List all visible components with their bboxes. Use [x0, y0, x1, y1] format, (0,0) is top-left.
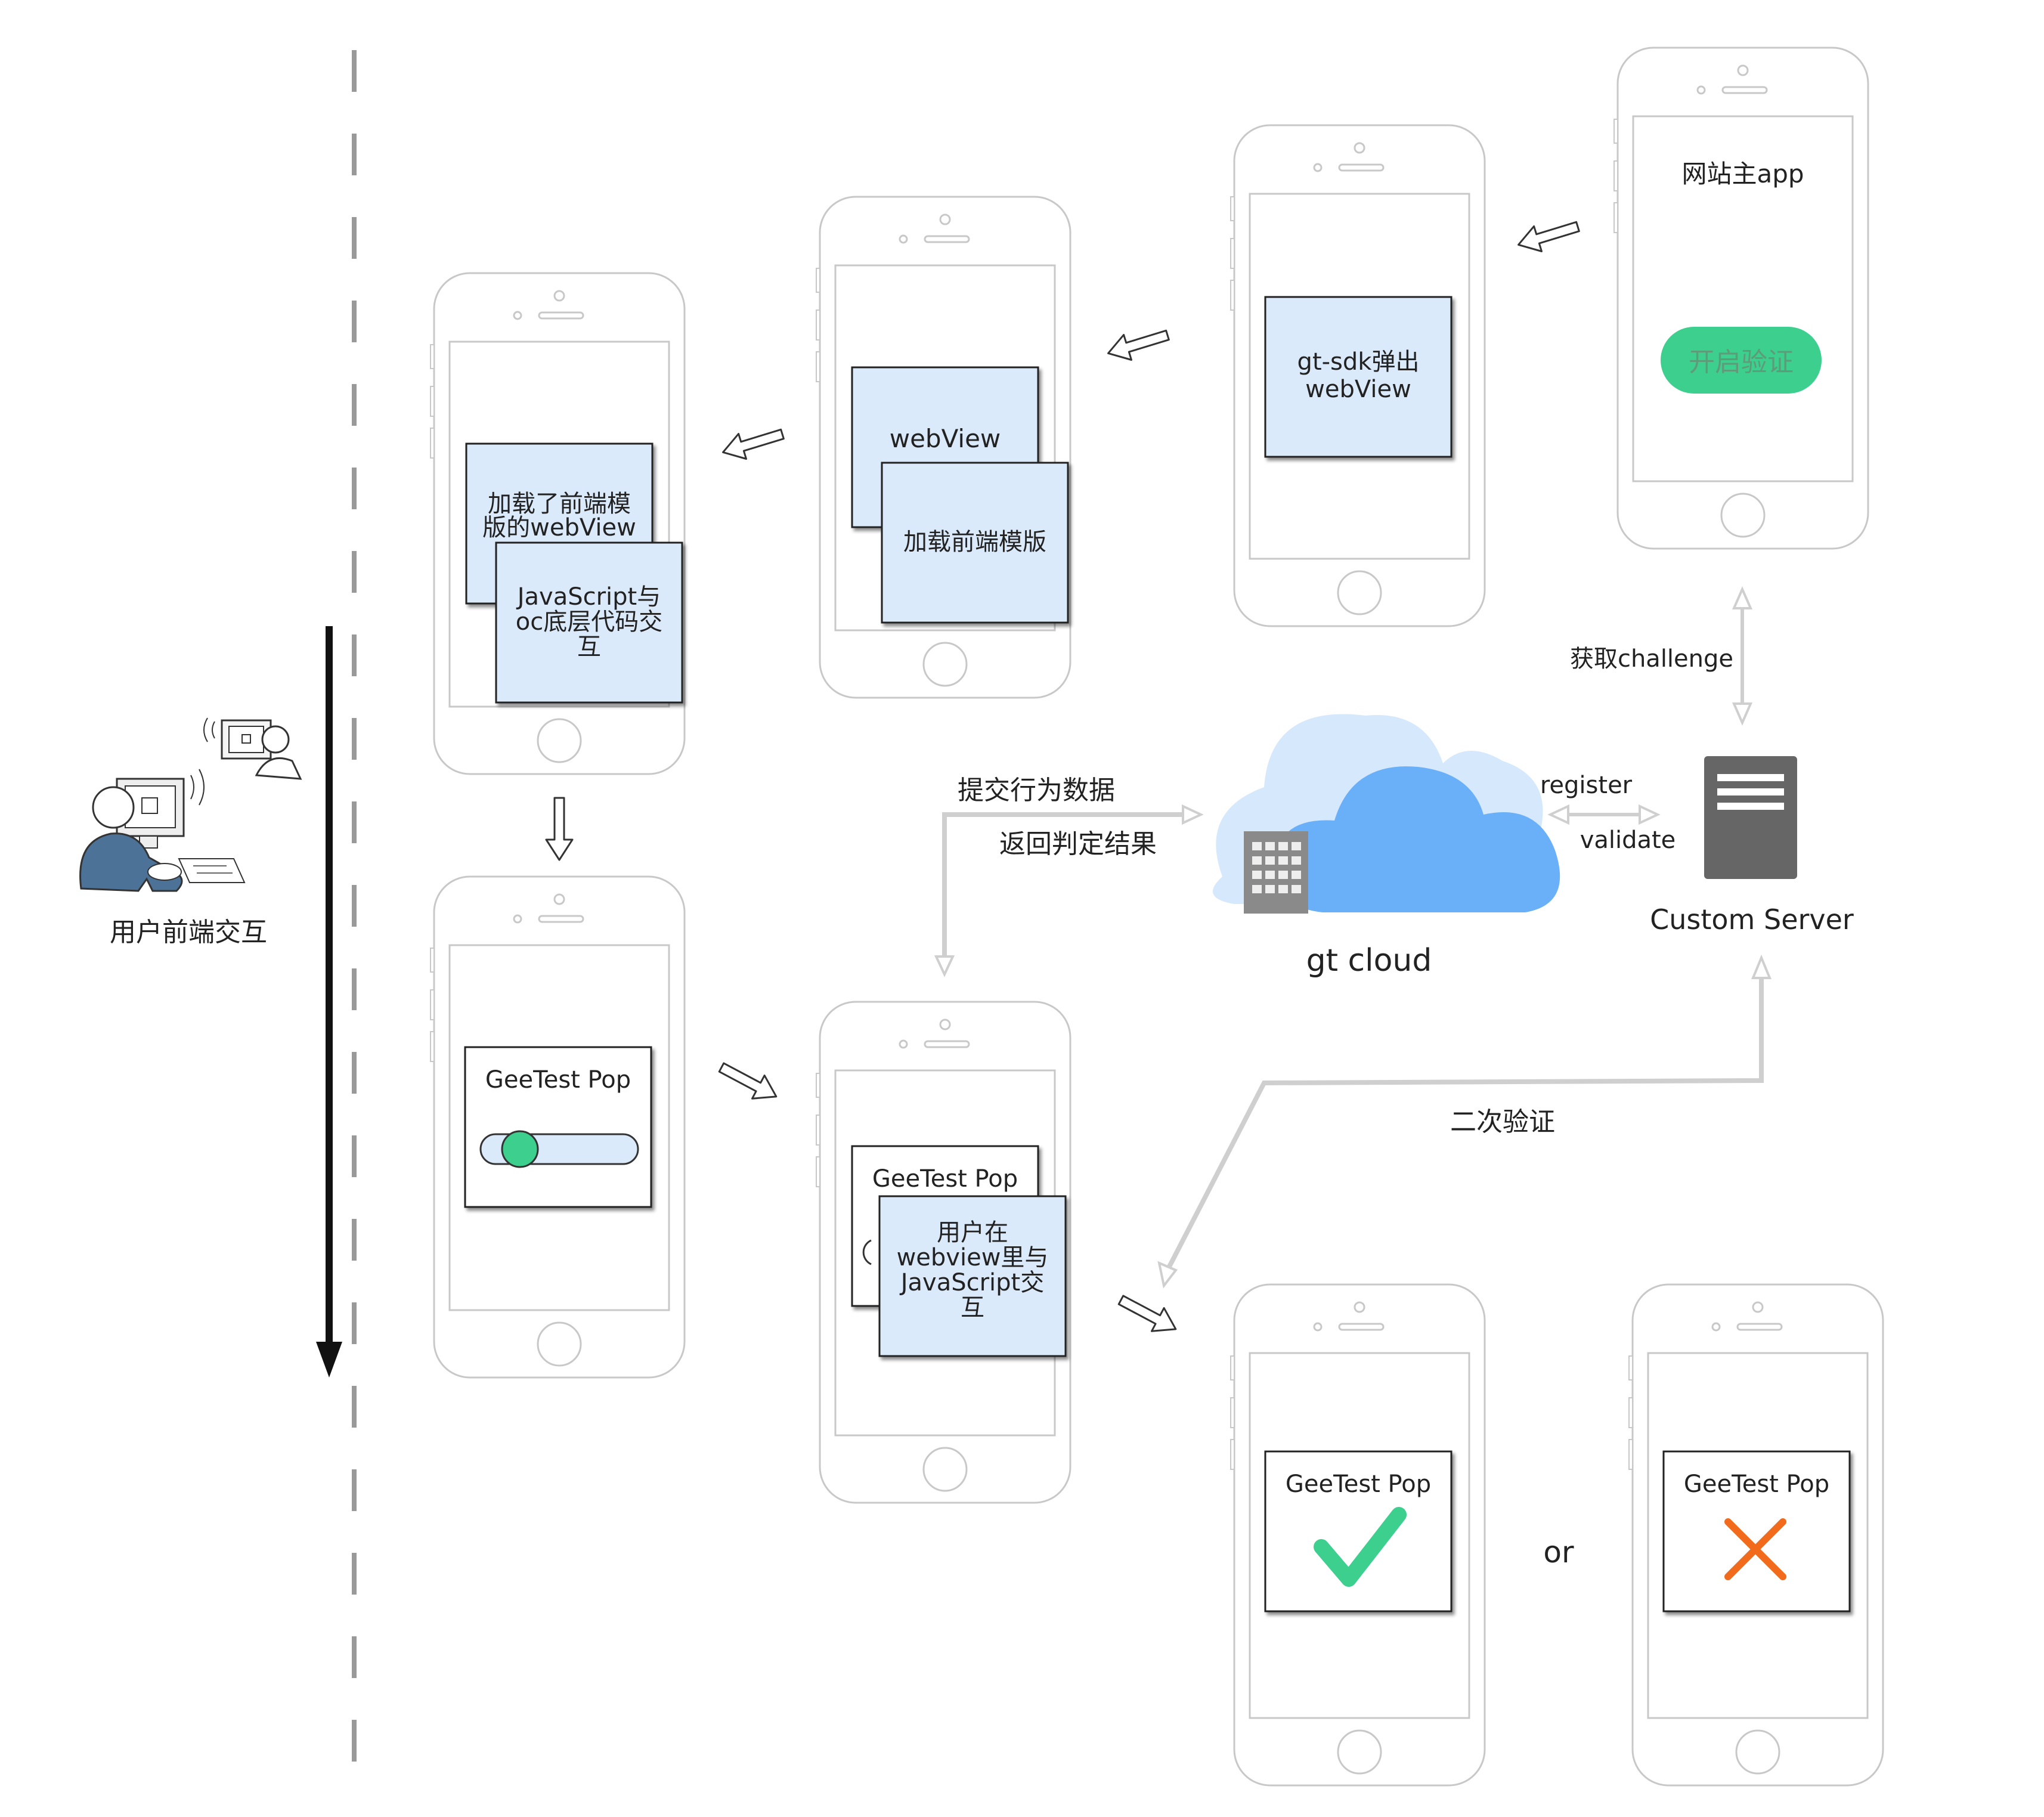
sdk-webview-box [1264, 296, 1453, 458]
challenge-connector [1732, 586, 1753, 726]
phone-geetest-pop: GeeTest Pop [429, 875, 686, 1379]
load-template-box [881, 462, 1069, 624]
timeline-arrow [316, 626, 342, 1378]
interact-pop-title: GeeTest Pop [872, 1165, 1018, 1193]
loaded-webview-label-line1: 加载了前端模 [488, 490, 631, 518]
webview-box-label: webView [890, 424, 1001, 453]
sdk-webview-label-line1: gt-sdk弹出 [1297, 348, 1420, 376]
phone-sdk: gt-sdk弹出 webView [1230, 124, 1486, 627]
arrow-loaded-to-pop [545, 797, 574, 861]
arrow-owner-to-sdk [1513, 213, 1582, 258]
register-validate-connector [1547, 804, 1661, 825]
phone-user-interact: GeeTest Pop 用户在 webview里与 JavaScript交 互 [815, 1001, 1071, 1504]
datacenter-icon [1244, 831, 1308, 914]
js-bridge-label-line2: oc底层代码交 [516, 608, 662, 636]
js-bridge-box [495, 541, 683, 704]
phone-fail: GeeTest Pop [1628, 1283, 1884, 1787]
phone-template-loaded: 加载了前端模 版的webView JavaScript与 oc底层代码交 互 [429, 272, 686, 775]
interact-js-label-line3: JavaScript交 [899, 1269, 1045, 1296]
second-verify-connector [1157, 954, 1772, 1289]
arrow-pop-to-interact [714, 1055, 783, 1109]
interact-js-label-line4: 互 [961, 1294, 984, 1321]
start-verify-button[interactable]: 开启验证 [1661, 327, 1822, 394]
slider-handle[interactable] [501, 1130, 539, 1168]
geetest-pop-box [464, 1046, 652, 1208]
fail-pop-title: GeeTest Pop [1684, 1471, 1829, 1498]
server-icon [1704, 756, 1797, 879]
return-result-label: 返回判定结果 [999, 829, 1157, 859]
register-label: register [1540, 772, 1633, 799]
user-interaction-label: 用户前端交互 [110, 917, 267, 948]
user-illustration [79, 717, 302, 892]
arrow-load-to-loaded [718, 420, 787, 466]
start-verify-label: 开启验证 [1689, 347, 1794, 377]
remote-user-icon [203, 717, 302, 780]
check-icon [1314, 1507, 1407, 1587]
fail-pop-box [1662, 1450, 1851, 1612]
get-challenge-label: 获取challenge [1570, 645, 1733, 673]
sdk-webview-label-line2: webView [1305, 376, 1411, 403]
owner-app-title: 网站主app [1681, 159, 1804, 188]
second-verify-label: 二次验证 [1450, 1107, 1555, 1137]
phone-load-template: webView 加载前端模版 [815, 196, 1071, 699]
interact-js-label-line1: 用户在 [937, 1219, 1008, 1246]
loaded-webview-label-line2: 版的webView [482, 514, 636, 541]
js-bridge-label-line3: 互 [577, 633, 601, 661]
cloud-icon [1213, 714, 1560, 914]
phone-success: GeeTest Pop [1230, 1283, 1486, 1787]
cross-icon [1724, 1518, 1786, 1580]
custom-server-label: Custom Server [1650, 903, 1854, 936]
or-label: or [1543, 1535, 1574, 1570]
success-pop-title: GeeTest Pop [1286, 1471, 1431, 1498]
submit-behavior-label: 提交行为数据 [958, 775, 1115, 806]
success-pop-box [1264, 1450, 1453, 1612]
gt-cloud-label: gt cloud [1306, 943, 1432, 979]
interact-js-label-line2: webview里与 [897, 1244, 1049, 1271]
arrow-interact-to-result [1114, 1287, 1183, 1342]
submit-connector [934, 804, 1204, 977]
interact-js-box [878, 1195, 1067, 1357]
js-bridge-label-line1: JavaScript与 [516, 583, 661, 611]
slider-control[interactable] [479, 1130, 639, 1168]
load-template-label: 加载前端模版 [903, 528, 1046, 556]
geetest-pop-title: GeeTest Pop [485, 1066, 631, 1094]
phone-owner-app: 网站主app 开启验证 [1613, 47, 1869, 550]
arrow-sdk-to-load [1103, 321, 1172, 367]
validate-label: validate [1580, 827, 1676, 854]
person-icon [79, 786, 183, 892]
